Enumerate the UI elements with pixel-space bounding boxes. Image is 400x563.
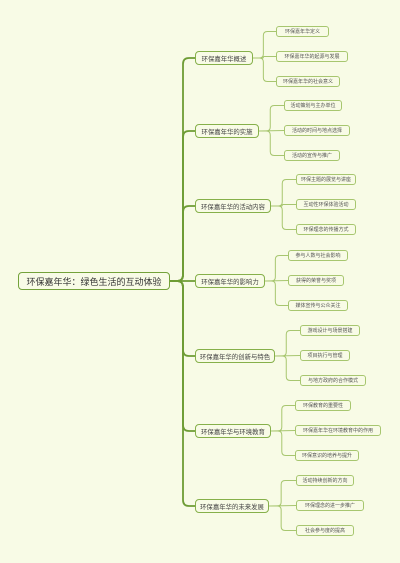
leaf-node[interactable]: 环保理念的进一步推广	[296, 500, 364, 511]
leaf-label: 与地方政府的合作模式	[307, 378, 358, 384]
branch-node-influence[interactable]: 环保嘉年华的影响力	[195, 274, 265, 288]
leaf-node[interactable]: 与地方政府的合作模式	[300, 375, 366, 386]
leaf-label: 参与人数与社会影响	[295, 253, 341, 259]
leaf-node[interactable]: 活动策划与主办单位	[284, 100, 342, 111]
twig-connector	[268, 480, 297, 507]
twig-connector	[264, 255, 289, 282]
leaf-label: 项目执行与管理	[307, 353, 343, 359]
leaf-node[interactable]: 游戏设计与场景搭建	[300, 325, 360, 336]
branch-node-activities[interactable]: 环保嘉年华的活动内容	[195, 199, 271, 213]
twig-connector	[258, 105, 285, 132]
twig-connector	[274, 330, 301, 357]
leaf-label: 环保理念的传播方式	[303, 227, 349, 233]
leaf-node[interactable]: 环保主题的展览与讲座	[296, 174, 356, 185]
leaf-node[interactable]: 社会参与度的提高	[296, 525, 354, 536]
twig-connector	[270, 179, 297, 207]
leaf-node[interactable]: 环保教育的重要性	[295, 400, 351, 411]
branch-node-overview[interactable]: 环保嘉年华概述	[195, 51, 253, 65]
branch-label: 环保嘉年华的创新与特色	[199, 352, 271, 361]
leaf-label: 环保嘉年华定义	[284, 29, 320, 35]
twig-connector	[270, 205, 297, 230]
branch-label: 环保嘉年华的未来发展	[200, 502, 264, 511]
leaf-label: 环保主题的展览与讲座	[300, 177, 351, 183]
branch-node-implementation[interactable]: 环保嘉年华的实施	[195, 124, 259, 138]
leaf-node[interactable]: 媒体宣传与公众关注	[288, 300, 348, 311]
leaf-label: 环保嘉年华的起源与发展	[284, 54, 340, 60]
branch-node-education[interactable]: 环保嘉年华与环境教育	[195, 424, 271, 438]
twig-connector	[270, 204, 297, 207]
leaf-node[interactable]: 环保嘉年华的起源与发展	[276, 51, 348, 62]
leaf-label: 环保理念的进一步推广	[304, 503, 355, 509]
leaf-node[interactable]: 获得的荣誉与奖项	[288, 275, 344, 286]
branch-label: 环保嘉年华的实施	[201, 127, 253, 136]
branch-node-future[interactable]: 环保嘉年华的未来发展	[195, 499, 269, 513]
trunk-connector	[169, 280, 196, 507]
leaf-node[interactable]: 环保意识的培养与提升	[295, 450, 359, 461]
twig-connector	[252, 57, 277, 82]
leaf-label: 互动性环保体验活动	[303, 202, 349, 208]
root-node[interactable]: 环保嘉年华：绿色生活的互动体验	[18, 272, 170, 290]
leaf-node[interactable]: 环保嘉年华在环境教育中的作用	[295, 425, 381, 436]
branch-label: 环保嘉年华概述	[201, 54, 247, 63]
leaf-node[interactable]: 项目执行与管理	[300, 350, 350, 361]
leaf-node[interactable]: 参与人数与社会影响	[288, 250, 348, 261]
branch-label: 环保嘉年华的活动内容	[201, 202, 265, 211]
leaf-label: 媒体宣传与公众关注	[295, 303, 341, 309]
leaf-label: 获得的荣誉与奖项	[295, 278, 336, 284]
leaf-label: 环保教育的重要性	[302, 403, 343, 409]
twig-connector	[270, 405, 296, 432]
leaf-label: 游戏设计与场景搭建	[307, 328, 353, 334]
twig-connector	[264, 280, 289, 306]
twig-connector	[252, 56, 277, 59]
leaf-node[interactable]: 环保嘉年华的社会意义	[276, 76, 340, 87]
twig-connector	[258, 130, 285, 156]
leaf-node[interactable]: 活动的宣传与推广	[284, 150, 340, 161]
branch-label: 环保嘉年华的影响力	[201, 277, 259, 286]
leaf-node[interactable]: 环保嘉年华定义	[276, 26, 329, 37]
twig-connector	[252, 31, 277, 59]
leaf-label: 社会参与度的提高	[304, 528, 345, 534]
leaf-label: 环保嘉年华的社会意义	[282, 79, 333, 85]
branch-node-innovation[interactable]: 环保嘉年华的创新与特色	[195, 349, 275, 363]
twig-connector	[274, 355, 301, 381]
trunk-connector	[169, 205, 196, 282]
leaf-label: 活动策划与主办单位	[290, 103, 336, 109]
branch-label: 环保嘉年华与环境教育	[201, 427, 265, 436]
leaf-label: 环保意识的培养与提升	[301, 453, 352, 459]
leaf-node[interactable]: 活动持续创新的方向	[296, 475, 354, 486]
leaf-node[interactable]: 活动的时间与地点选择	[284, 125, 350, 136]
leaf-label: 活动的时间与地点选择	[291, 128, 342, 134]
leaf-node[interactable]: 互动性环保体验活动	[296, 199, 356, 210]
leaf-label: 活动持续创新的方向	[302, 478, 348, 484]
root-label: 环保嘉年华：绿色生活的互动体验	[26, 277, 162, 288]
twig-connector	[270, 430, 296, 456]
leaf-node[interactable]: 环保理念的传播方式	[296, 224, 356, 235]
leaf-label: 环保嘉年华在环境教育中的作用	[302, 428, 373, 434]
twig-connector	[268, 505, 297, 531]
leaf-label: 活动的宣传与推广	[291, 153, 332, 159]
